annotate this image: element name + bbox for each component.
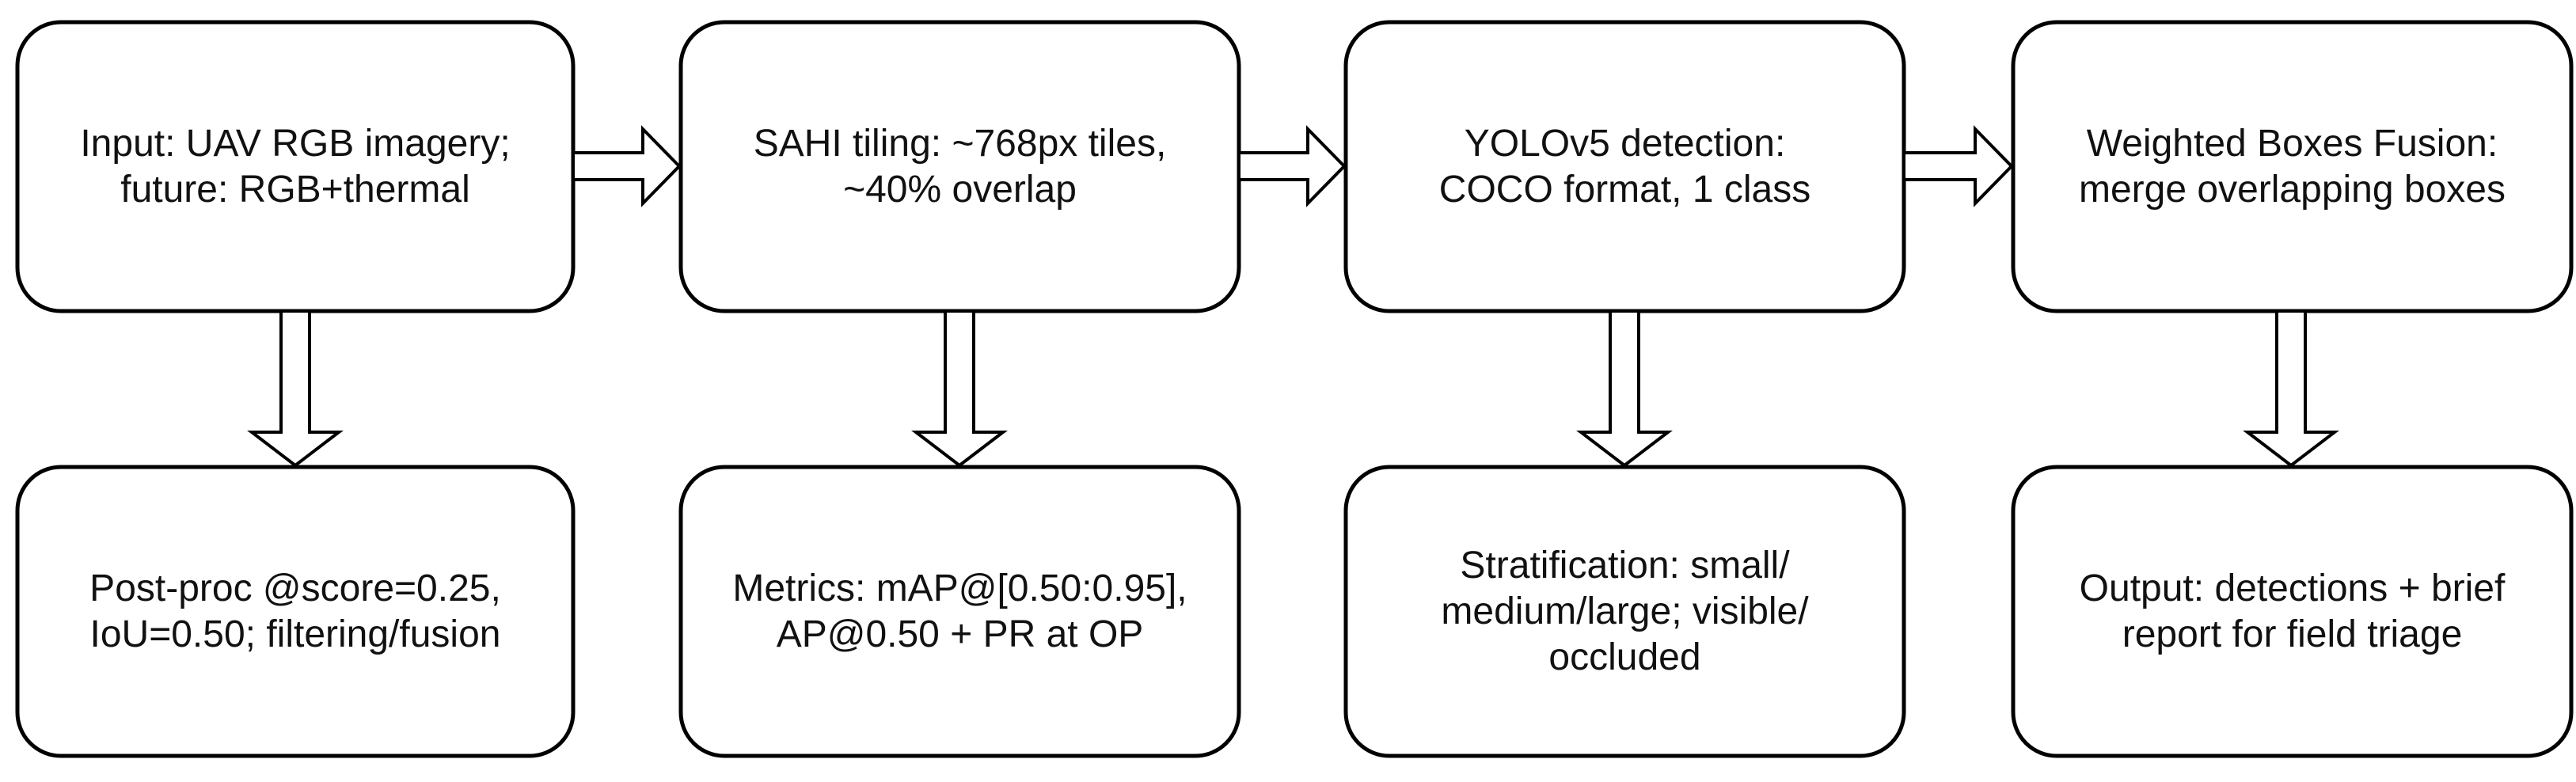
box-yolov5-detection-text: YOLOv5 detection: COCO format, 1 class bbox=[1346, 22, 1904, 311]
box-output-text: Output: detections + brief report for fi… bbox=[2013, 467, 2571, 756]
box-input-line-2: future: RGB+thermal bbox=[120, 168, 470, 211]
box-input-text: Input: UAV RGB imagery; future: RGB+ther… bbox=[17, 22, 573, 311]
box-input-line-1: Input: UAV RGB imagery; bbox=[80, 122, 511, 165]
box-post-proc-line-1: Post-proc @score=0.25, bbox=[89, 567, 501, 609]
box-sahi-tiling-text: SAHI tiling: ~768px tiles, ~40% overlap bbox=[681, 22, 1239, 311]
box-output-line-1: Output: detections + brief bbox=[2079, 567, 2506, 609]
box-output bbox=[2011, 465, 2574, 758]
box-post-proc-line-2: IoU=0.50; filtering/fusion bbox=[89, 613, 501, 655]
arrow-sahi-to-metrics bbox=[911, 309, 1008, 468]
box-stratification-line-3: occluded bbox=[1548, 636, 1701, 678]
box-metrics-line-2: AP@0.50 + PR at OP bbox=[776, 613, 1144, 655]
box-stratification-text: Stratification: small/ medium/large; vis… bbox=[1346, 467, 1904, 756]
box-yolov5-detection-line-2: COCO format, 1 class bbox=[1438, 168, 1811, 211]
box-output-line-2: report for field triage bbox=[2122, 613, 2463, 655]
box-stratification-line-2: medium/large; visible/ bbox=[1441, 590, 1809, 632]
arrow-wbf-to-output bbox=[2243, 309, 2339, 468]
arrow-sahi-to-yolo bbox=[1237, 125, 1347, 207]
box-post-proc-text: Post-proc @score=0.25, IoU=0.50; filteri… bbox=[17, 467, 573, 756]
box-weighted-boxes-fusion-line-2: merge overlapping boxes bbox=[2079, 168, 2506, 211]
box-sahi-tiling-line-1: SAHI tiling: ~768px tiles, bbox=[753, 122, 1167, 165]
arrow-input-to-sahi bbox=[572, 125, 682, 207]
arrow-input-to-postproc bbox=[247, 309, 344, 468]
box-yolov5-detection-line-1: YOLOv5 detection: bbox=[1464, 122, 1786, 165]
arrow-yolo-to-stratification bbox=[1576, 309, 1673, 468]
box-stratification-line-1: Stratification: small/ bbox=[1460, 544, 1790, 586]
arrow-yolo-to-wbf bbox=[1902, 125, 2014, 207]
box-sahi-tiling-line-2: ~40% overlap bbox=[843, 168, 1077, 211]
box-weighted-boxes-fusion-text: Weighted Boxes Fusion: merge overlapping… bbox=[2013, 22, 2571, 311]
box-metrics-text: Metrics: mAP@[0.50:0.95], AP@0.50 + PR a… bbox=[681, 467, 1239, 756]
box-metrics-line-1: Metrics: mAP@[0.50:0.95], bbox=[732, 567, 1187, 609]
box-weighted-boxes-fusion-line-1: Weighted Boxes Fusion: bbox=[2086, 122, 2498, 165]
